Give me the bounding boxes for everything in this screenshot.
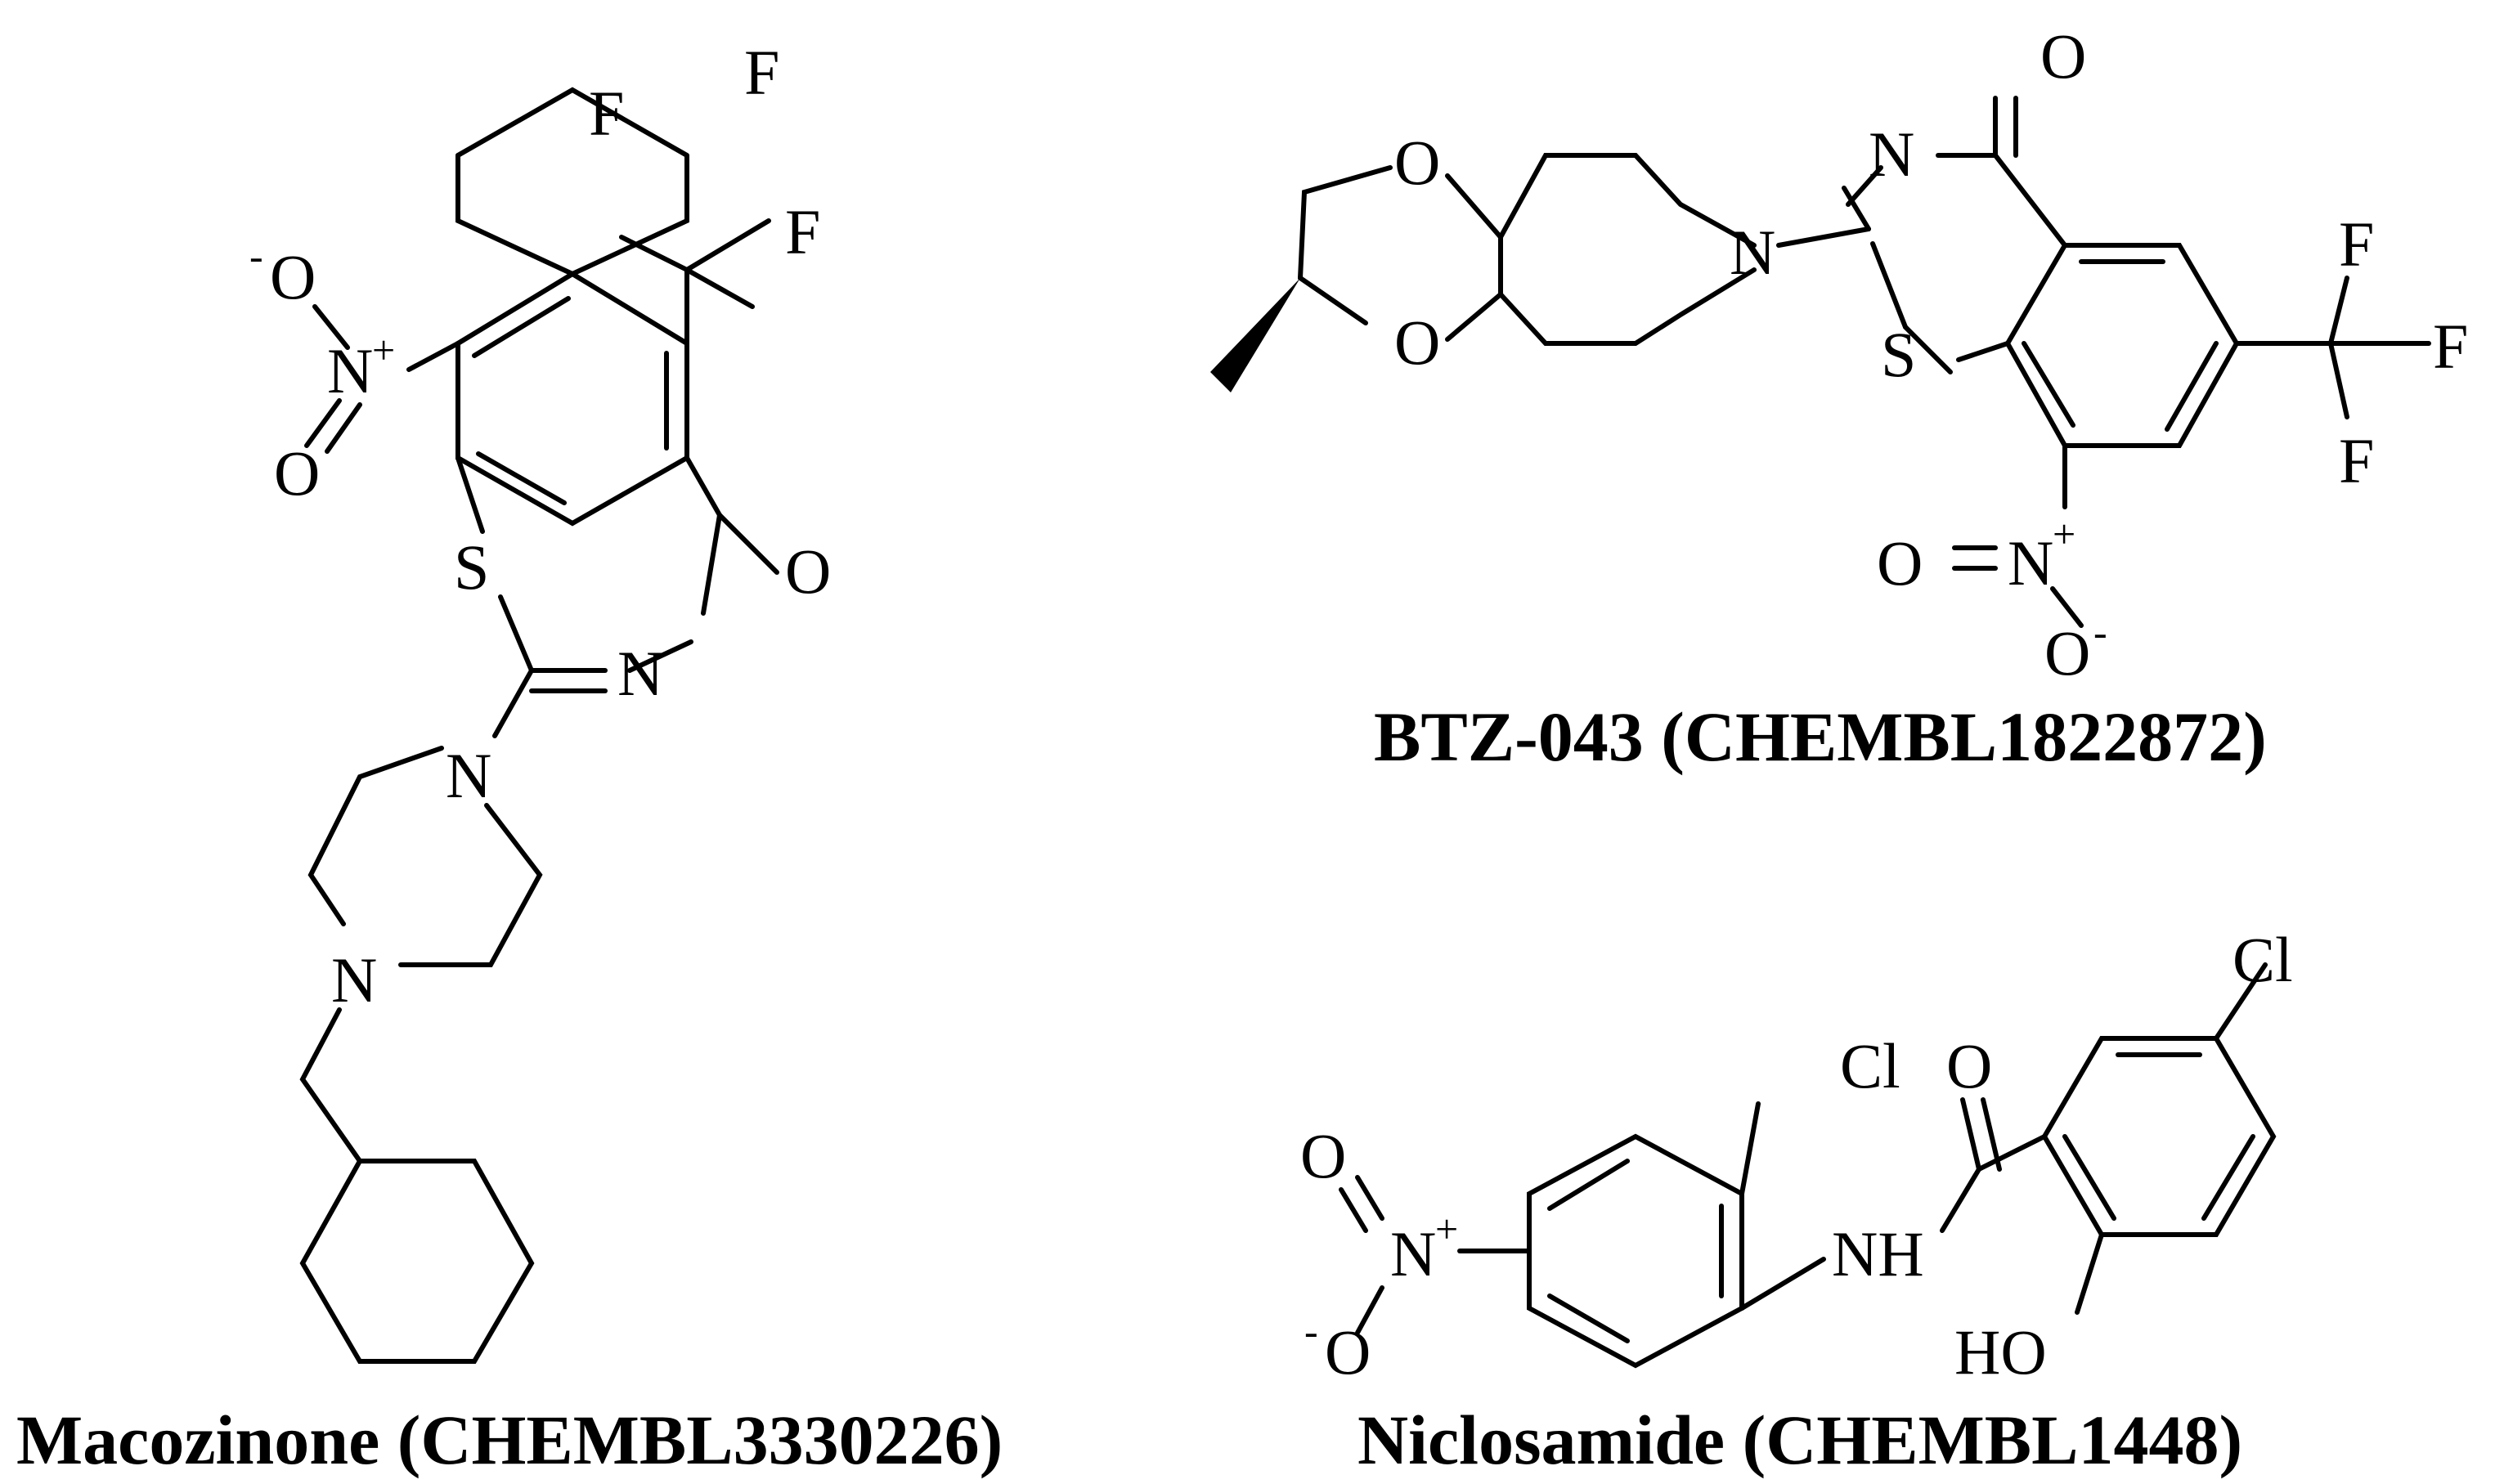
niclosamide-atom-o-keto: O — [1946, 1030, 1992, 1101]
macozinone-caption: Macozinone (CHEMBL3330226) — [16, 1401, 1003, 1479]
niclosamide-atom-o-double: O — [1300, 1120, 1346, 1191]
btz043-atom-o-dioxo1: O — [1394, 127, 1440, 198]
macozinone-atom-n-pip1: N — [446, 740, 491, 811]
btz043-atom-f2: F — [2433, 311, 2468, 382]
btz043-charge-plus: + — [2053, 511, 2075, 557]
macozinone-atom-f1: F — [744, 37, 779, 108]
macozinone-atom-o-minus: O — [270, 241, 316, 312]
btz043-atom-f3: F — [2339, 425, 2374, 496]
btz043-structure — [1298, 96, 2431, 628]
niclosamide-charge-minus: - — [1304, 1308, 1318, 1354]
niclosamide-atom-cl2: Cl — [1840, 1030, 1900, 1101]
btz043-caption: BTZ-043 (CHEMBL1822872) — [1374, 697, 2267, 776]
niclosamide-caption: Niclosamide (CHEMBL1448) — [1357, 1401, 2242, 1479]
btz043-wedge-bond — [1210, 278, 1300, 392]
macozinone-atom-o-double: O — [274, 437, 320, 509]
btz043-atom-o-minus: O — [2044, 617, 2090, 688]
niclosamide-structure — [1339, 962, 2277, 1369]
niclosamide-charge-plus: + — [1435, 1206, 1458, 1252]
macozinone-charge-minus: - — [249, 233, 263, 279]
macozinone-atom-f3: F — [785, 196, 820, 267]
macozinone-atom-f2: F — [589, 78, 624, 149]
niclosamide-atom-n-plus: N — [1390, 1218, 1436, 1289]
macozinone-charge-plus: + — [372, 327, 395, 373]
niclosamide-atom-nh: NH — [1832, 1218, 1924, 1289]
niclosamide-atom-ho: HO — [1954, 1316, 2047, 1388]
niclosamide-atom-cl1: Cl — [2233, 924, 2293, 995]
btz043-atom-s: S — [1881, 319, 1916, 390]
btz043-atom-o-double: O — [1877, 527, 1923, 599]
macozinone-structure — [299, 87, 779, 1364]
macozinone-atom-n-pip2: N — [331, 944, 377, 1015]
macozinone-atom-n-plus: N — [327, 335, 373, 406]
btz043-atom-n-ring: N — [1869, 119, 1914, 190]
macozinone-atom-n-ring: N — [617, 638, 663, 709]
niclosamide-atom-o-minus: O — [1325, 1316, 1371, 1388]
btz043-atom-n-pip: N — [1730, 217, 1775, 288]
btz043-atom-n-plus: N — [2008, 527, 2053, 599]
btz043-atom-o-dioxo2: O — [1394, 307, 1440, 378]
btz043-atom-f1: F — [2339, 208, 2374, 280]
btz043-charge-minus: - — [2093, 609, 2107, 655]
macozinone-atom-s: S — [454, 531, 489, 603]
macozinone-atom-o-keto: O — [785, 536, 831, 607]
btz043-atom-o-keto: O — [2040, 20, 2086, 92]
